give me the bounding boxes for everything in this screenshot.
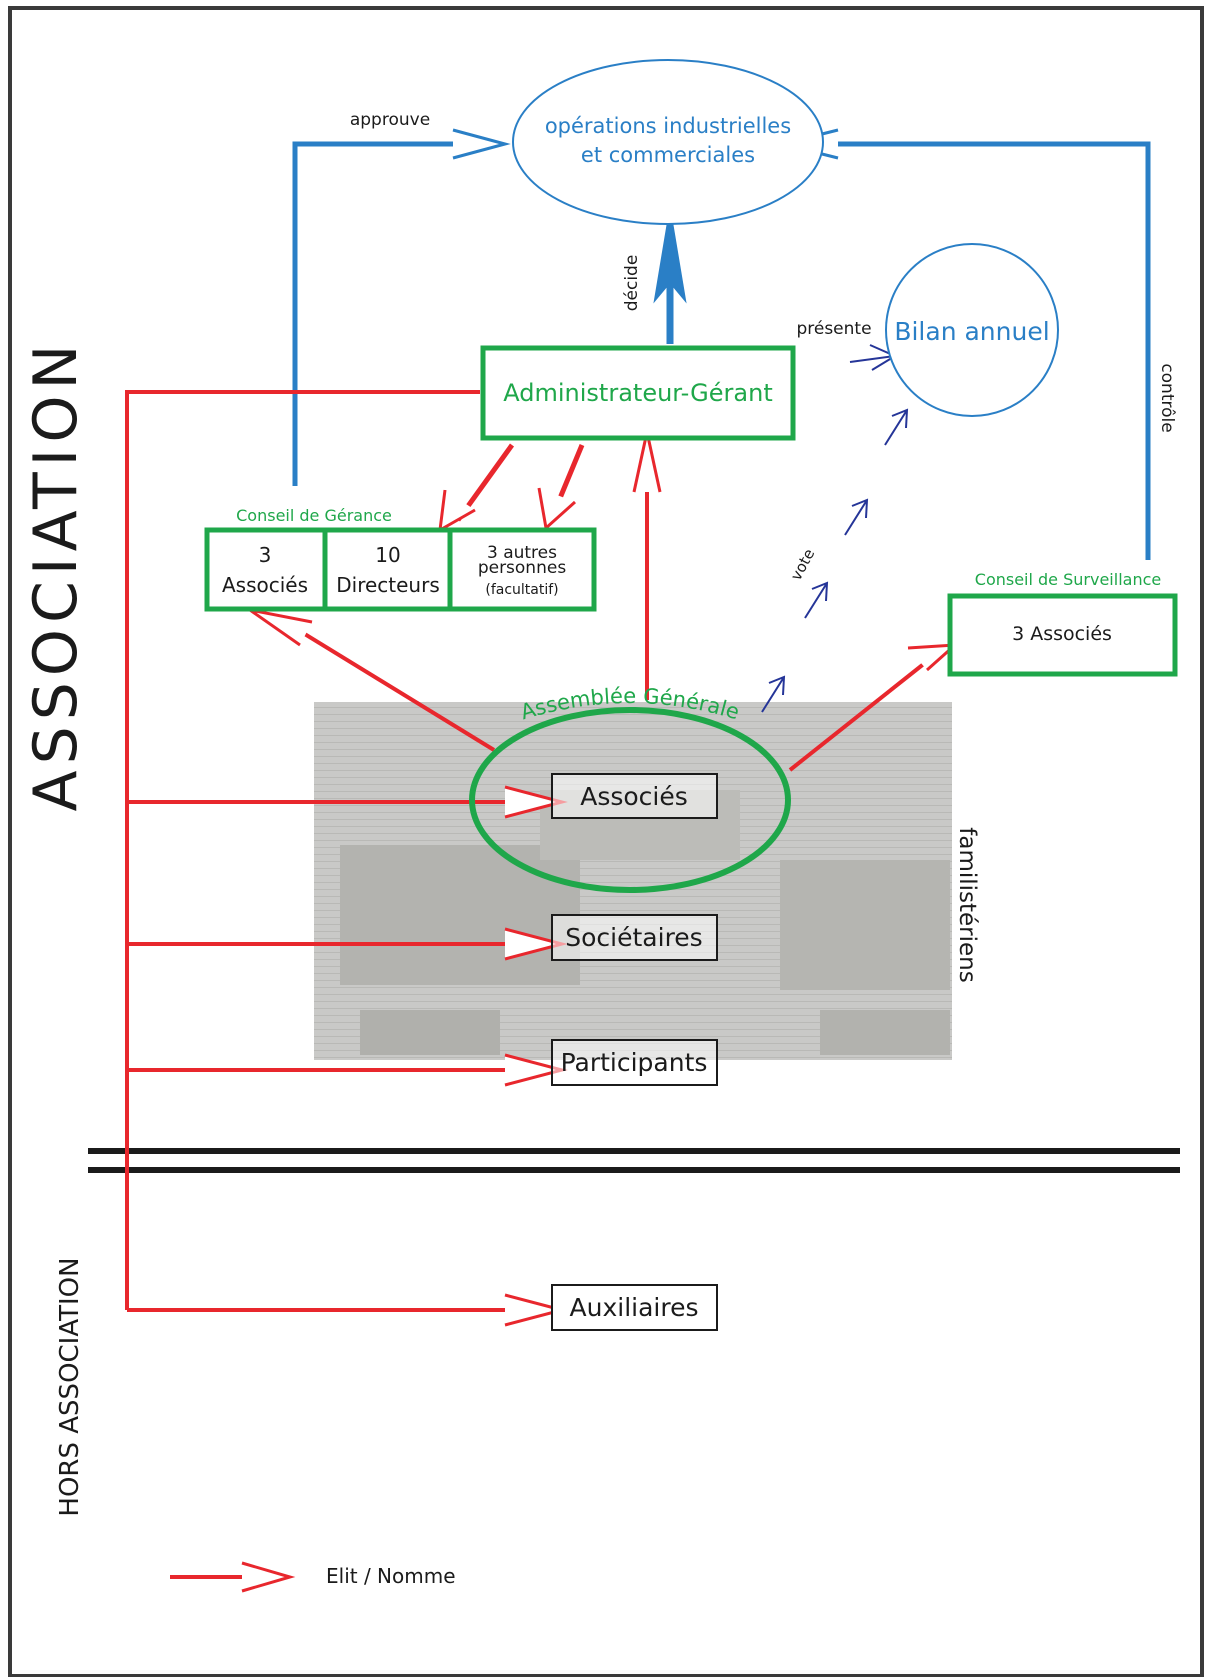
section-label-hors-association: HORS ASSOCIATION xyxy=(55,1257,85,1516)
gerance-directeurs-label: Directeurs xyxy=(336,573,440,597)
familistere-engraving xyxy=(314,702,952,1060)
page-border xyxy=(8,6,1204,1677)
gerance-associes-label: Associés xyxy=(222,573,308,597)
vote-arrows xyxy=(761,344,909,713)
operations-node xyxy=(512,59,824,225)
associes-label: Associés xyxy=(580,782,688,811)
gerance-autres-line3: (facultatif) xyxy=(485,582,558,598)
section-label-association: ASSOCIATION xyxy=(21,339,91,812)
associes-box xyxy=(551,773,718,819)
bilan-label: Bilan annuel xyxy=(894,317,1049,346)
surveillance-members: 3 Associés xyxy=(1012,623,1112,645)
edge-label-controle: contrôle xyxy=(1157,363,1177,432)
societaires-label: Sociétaires xyxy=(565,923,702,952)
societaires-box xyxy=(551,914,718,961)
edge-label-approuve: approuve xyxy=(350,110,430,130)
edge-label-vote: vote xyxy=(787,546,818,584)
operations-line1: opérations industrielles xyxy=(545,114,791,138)
participants-box xyxy=(551,1039,718,1086)
administrateur-node xyxy=(480,345,796,441)
gerance-autres-line2: personnes xyxy=(478,558,567,578)
auxiliaires-label: Auxiliaires xyxy=(570,1293,699,1322)
gerance-directeurs-count: 10 xyxy=(375,543,400,567)
bilan-node xyxy=(885,243,1059,417)
conseil-surveillance-title: Conseil de Surveillance xyxy=(975,570,1161,589)
familisteriens-label: familistériens xyxy=(954,827,980,982)
legend-label: Elit / Nomme xyxy=(326,1564,456,1588)
gerance-autres-line1: 3 autres xyxy=(487,543,557,563)
auxiliaires-box xyxy=(551,1284,718,1331)
participants-label: Participants xyxy=(561,1048,708,1077)
conseil-surveillance-node xyxy=(947,593,1178,677)
legend-red-arrow-icon xyxy=(170,1561,296,1593)
assemblee-generale-node xyxy=(469,707,791,893)
gerance-associes-count: 3 xyxy=(259,543,272,567)
administrateur-label: Administrateur-Gérant xyxy=(503,379,772,407)
conseil-gerance-title: Conseil de Gérance xyxy=(236,506,392,525)
conseil-gerance-node xyxy=(204,527,597,612)
edge-label-presente: présente xyxy=(796,319,871,339)
operations-line2: et commerciales xyxy=(581,143,755,167)
section-separator xyxy=(88,1148,1180,1173)
edge-label-decide: décide xyxy=(622,255,642,312)
